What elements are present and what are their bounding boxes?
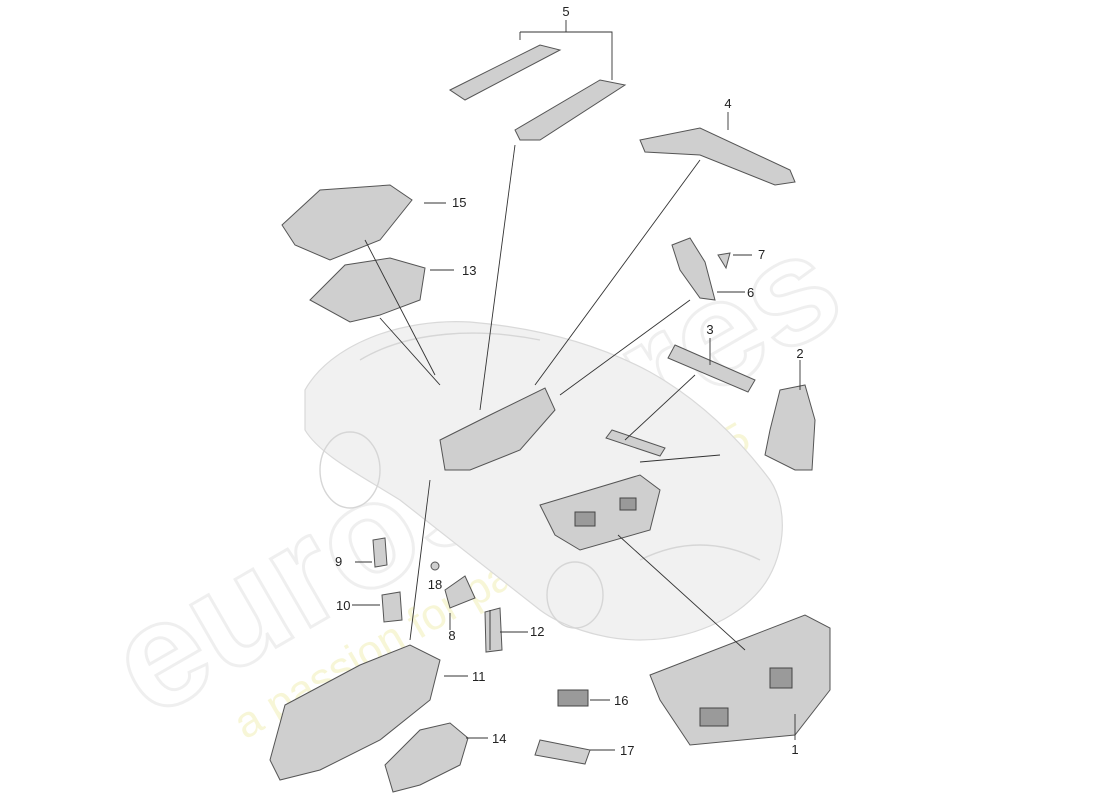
part-5-trim-a — [449, 44, 562, 101]
part-8-wedge — [444, 575, 476, 609]
part-14-duct — [384, 722, 469, 793]
callout-2: 2 — [796, 346, 803, 361]
callout-18: 18 — [428, 577, 442, 592]
part-11-firewall-insulation — [269, 644, 441, 781]
leader-lines — [352, 20, 801, 751]
part-1-installed — [539, 474, 661, 551]
callout-13: 13 — [462, 263, 476, 278]
part-12-bracket — [484, 607, 503, 653]
callout-15: 15 — [452, 195, 466, 210]
callout-4: 4 — [724, 96, 731, 111]
part-3-installed — [605, 429, 666, 457]
callouts: 5 4 15 7 13 6 3 2 9 18 10 8 12 11 16 14 … — [335, 4, 804, 758]
part-7-clip — [717, 252, 731, 270]
car-body-outline — [304, 321, 783, 641]
part-17-strip — [534, 739, 591, 765]
part-2-side-trim — [764, 384, 816, 471]
callout-17: 17 — [620, 743, 634, 758]
part-15-cover — [281, 184, 413, 261]
part-16-block — [557, 689, 589, 707]
part-6-bracket — [671, 237, 716, 301]
callout-7: 7 — [758, 247, 765, 262]
part-18-grommet — [430, 561, 440, 571]
part-13-panel — [309, 257, 426, 323]
part-3-strip — [667, 344, 756, 393]
part-4-insulation — [639, 127, 796, 186]
part-5-trim-b — [514, 79, 627, 141]
callout-6: 6 — [747, 285, 754, 300]
callout-16: 16 — [614, 693, 628, 708]
callout-12: 12 — [530, 624, 544, 639]
callout-9: 9 — [335, 554, 342, 569]
callout-8: 8 — [448, 628, 455, 643]
part-11-installed — [439, 387, 556, 471]
callout-1: 1 — [791, 742, 798, 757]
part-1-rear-panel — [649, 614, 831, 746]
callout-14: 14 — [492, 731, 506, 746]
part-10-block — [381, 591, 403, 623]
callout-3: 3 — [706, 322, 713, 337]
callout-10: 10 — [336, 598, 350, 613]
callout-11: 11 — [472, 669, 486, 684]
part-9-pad — [372, 537, 388, 568]
callout-5: 5 — [562, 4, 569, 19]
